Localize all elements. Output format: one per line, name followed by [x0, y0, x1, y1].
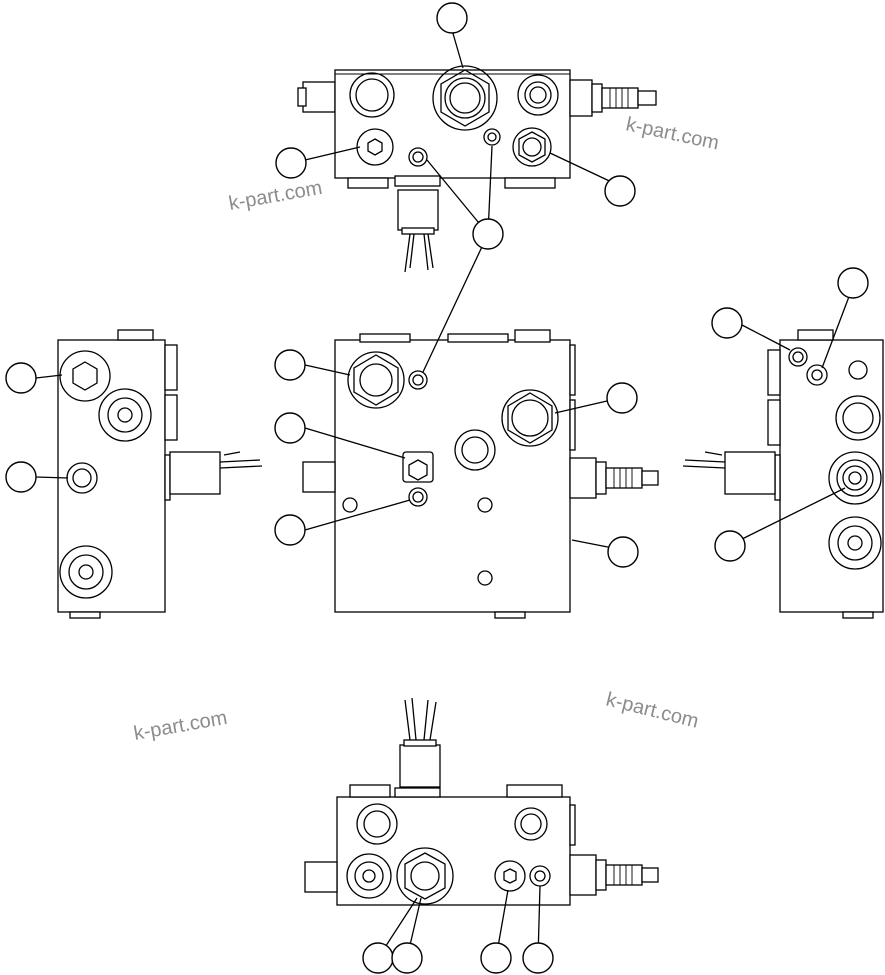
top-port-3	[517, 74, 559, 116]
left-solenoid	[169, 451, 221, 495]
right-port-2	[828, 451, 882, 505]
right-solenoid	[724, 451, 776, 495]
bottom-view	[304, 697, 659, 906]
callout-bubble	[711, 307, 743, 339]
bottom-view-body	[336, 796, 571, 906]
top-view-cartridge	[569, 79, 593, 117]
callout-bubble	[714, 530, 746, 562]
callouts	[5, 2, 869, 974]
watermark-top-left: k-part.com	[227, 177, 324, 215]
front-cartridge	[569, 457, 597, 499]
callout-bubble	[274, 412, 306, 444]
top-plug-4	[512, 127, 552, 167]
callout-bubble	[522, 942, 554, 974]
callout-bubble	[274, 349, 306, 381]
front-view-body	[334, 339, 571, 613]
right-port-3	[828, 516, 882, 570]
callout-bubble	[274, 514, 306, 546]
right-view	[682, 329, 884, 619]
callout-bubble	[604, 175, 636, 207]
callout-bubble	[5, 362, 37, 394]
callout-bubble	[391, 942, 423, 974]
front-port-2	[501, 389, 559, 447]
top-view-plug-left-cap	[297, 87, 307, 107]
top-port-1	[349, 72, 395, 118]
left-port-4	[59, 545, 113, 599]
leader-lines	[35, 29, 854, 959]
callout-bubble	[606, 382, 638, 414]
callout-bubble	[362, 942, 394, 974]
right-view-body	[779, 339, 884, 613]
bottom-port-main	[396, 847, 454, 905]
top-port-main	[432, 65, 498, 131]
top-small-plug	[408, 147, 428, 167]
callout-bubble	[5, 461, 37, 493]
watermark-bottom-left: k-part.com	[132, 707, 229, 745]
top-view-plug-left	[302, 81, 336, 113]
top-plug-hex	[356, 128, 394, 166]
bottom-solenoid	[399, 744, 441, 788]
left-port-2	[98, 388, 152, 442]
front-hex-plug	[402, 451, 434, 483]
callout-bubble	[480, 942, 512, 974]
top-view	[297, 65, 657, 273]
callout-bubble	[607, 536, 639, 568]
callout-bubble	[837, 267, 869, 299]
left-port-hex	[59, 350, 111, 402]
front-port-3	[454, 429, 496, 471]
top-solenoid	[397, 189, 439, 231]
watermark-top-right: k-part.com	[624, 113, 721, 154]
callout-bubble	[275, 147, 307, 179]
front-view	[302, 329, 659, 619]
watermark-bottom-right: k-part.com	[604, 689, 701, 733]
callout-bubble	[472, 218, 504, 250]
top-small-plug-2	[483, 128, 501, 146]
front-port-1	[347, 351, 405, 409]
bottom-cartridge	[569, 854, 597, 896]
left-view	[57, 329, 263, 619]
right-port-1	[835, 395, 881, 441]
top-view-body	[334, 69, 571, 179]
callout-bubble	[436, 2, 468, 34]
